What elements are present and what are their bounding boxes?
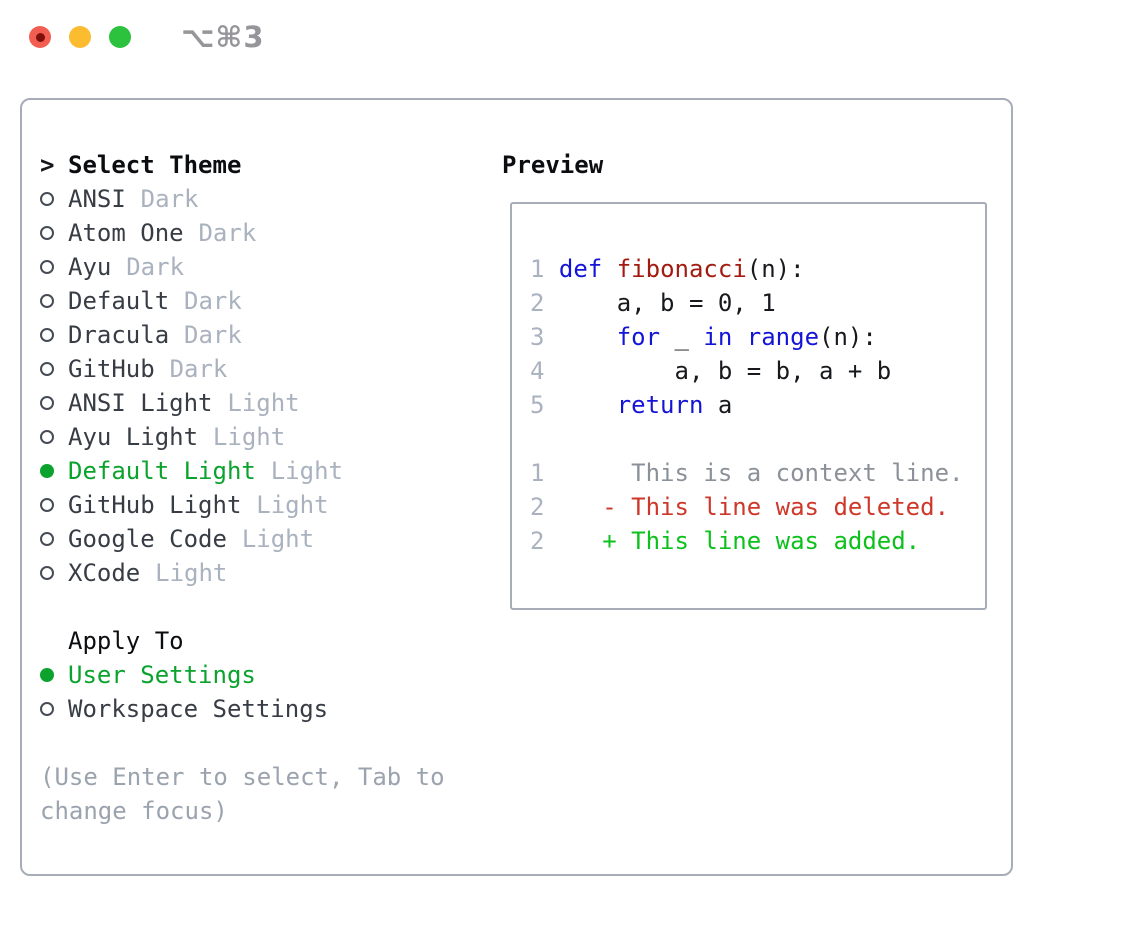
close-button[interactable] [29, 26, 51, 48]
focus-caret-icon: > [40, 151, 55, 179]
variant-label: Dark [184, 321, 242, 349]
variant-label: Dark [184, 287, 242, 315]
variant-label: Light [241, 525, 315, 553]
option-label: Dracula [68, 321, 170, 349]
radio-selected-icon [40, 668, 68, 682]
code-line: 2 + This line was added. [530, 527, 921, 555]
radio-unselected-icon [40, 294, 68, 308]
radio-unselected-icon [40, 260, 68, 274]
code-line: 1 def fibonacci(n): [530, 255, 805, 283]
select-theme-header: > Select Theme [40, 148, 502, 182]
spacer [40, 590, 502, 624]
code-line: 1 This is a context line. [530, 459, 964, 487]
code-lines: 1 def fibonacci(n): 2 a, b = 0, 1 3 for _ … [530, 252, 967, 558]
code-line [530, 422, 967, 456]
radio-unselected-icon [40, 532, 68, 546]
option-label: Ayu Light [68, 423, 199, 451]
option-label: Default [68, 287, 170, 315]
window-title: ⌥⌘3 [181, 20, 265, 54]
radio-unselected-icon [40, 430, 68, 444]
apply-to-option[interactable]: Workspace Settings [40, 692, 502, 726]
radio-unselected-icon [40, 702, 68, 716]
zoom-button[interactable] [109, 26, 131, 48]
radio-unselected-icon [40, 396, 68, 410]
hint-text: (Use Enter to select, Tab to change focu… [40, 763, 445, 825]
option-label: Google Code [68, 525, 227, 553]
preview-column: Preview 1 def fibonacci(n): 2 a, b = 0, 1… [502, 148, 1011, 828]
variant-label: Dark [169, 355, 228, 383]
theme-item[interactable]: ANSI Dark [40, 182, 502, 216]
variant-label: Light [256, 491, 329, 519]
radio-unselected-icon [40, 566, 68, 580]
title-bar: ⌥⌘3 [0, 0, 1140, 98]
option-label: Ayu [68, 253, 112, 281]
option-label: Atom One [68, 219, 184, 247]
preview-codebox: 1 def fibonacci(n): 2 a, b = 0, 1 3 for _ … [510, 202, 987, 610]
theme-item[interactable]: Atom One Dark [40, 216, 502, 250]
radio-unselected-icon [40, 226, 68, 240]
variant-label: Light [227, 389, 300, 417]
option-label: ANSI Light [68, 389, 213, 417]
radio-unselected-icon [40, 192, 68, 206]
theme-item[interactable]: Ayu Dark [40, 250, 502, 284]
variant-label: Light [212, 423, 286, 451]
theme-item[interactable]: Default Light Light [40, 454, 502, 488]
minimize-button[interactable] [69, 26, 91, 48]
variant-label: Light [155, 559, 228, 587]
apply-to-option[interactable]: User Settings [40, 658, 502, 692]
theme-item[interactable]: Default Dark [40, 284, 502, 318]
theme-item[interactable]: Dracula Dark [40, 318, 502, 352]
theme-item[interactable]: GitHub Dark [40, 352, 502, 386]
radio-unselected-icon [40, 328, 68, 342]
radio-selected-icon [40, 464, 68, 478]
theme-item[interactable]: Ayu Light Light [40, 420, 502, 454]
variant-label: Light [270, 457, 343, 485]
option-label: GitHub [68, 355, 155, 383]
theme-item[interactable]: XCode Light [40, 556, 502, 590]
preview-header: Preview [502, 151, 604, 179]
option-label: XCode [68, 559, 141, 587]
option-label: User Settings [68, 661, 256, 689]
spacer [40, 726, 502, 760]
theme-item[interactable]: ANSI Light Light [40, 386, 502, 420]
option-label: ANSI [68, 185, 126, 213]
option-label: Workspace Settings [68, 695, 329, 723]
option-label: Default Light [68, 457, 256, 485]
code-line: 2 a, b = 0, 1 [530, 289, 776, 317]
theme-item[interactable]: Google Code Light [40, 522, 502, 556]
select-theme-label: Select Theme [68, 151, 242, 179]
code-line: 5 return a [530, 391, 733, 419]
variant-label: Dark [140, 185, 199, 213]
theme-item[interactable]: GitHub Light Light [40, 488, 502, 522]
code-line: 4 a, b = b, a + b [530, 357, 892, 385]
radio-unselected-icon [40, 498, 68, 512]
apply-to-header: Apply To [68, 627, 184, 655]
variant-label: Dark [126, 253, 185, 281]
variant-label: Dark [198, 219, 257, 247]
code-line: 2 - This line was deleted. [530, 493, 950, 521]
option-label: GitHub Light [68, 491, 242, 519]
code-line: 3 for _ in range(n): [530, 323, 877, 351]
radio-unselected-icon [40, 362, 68, 376]
